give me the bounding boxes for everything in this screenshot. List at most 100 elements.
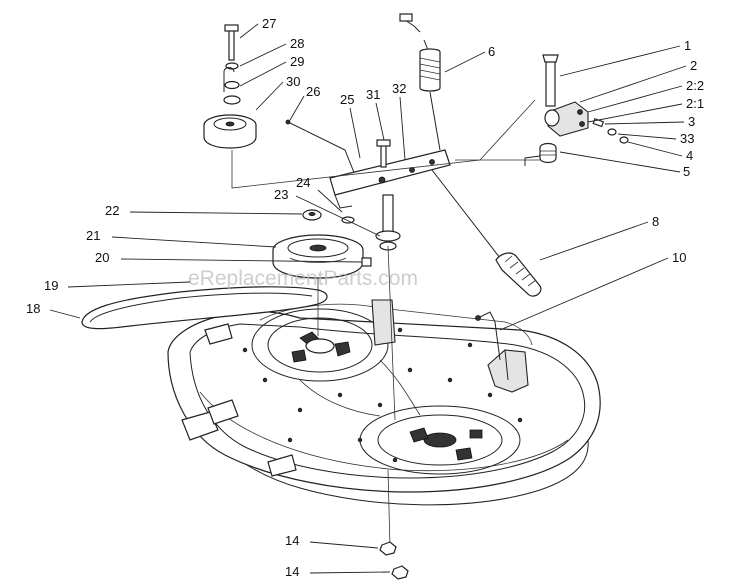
leader-line-part-4 — [627, 141, 683, 157]
label-part-26: 26 — [306, 84, 320, 99]
leader-line-part-26 — [289, 95, 305, 121]
washer-22 — [302, 209, 322, 221]
spring-6 — [399, 13, 441, 151]
label-part-2-2: 2:2 — [686, 78, 704, 93]
leader-line-part-29 — [239, 61, 287, 87]
leader-line-part-5 — [559, 151, 681, 173]
label-part-19: 19 — [44, 278, 58, 293]
label-part-30: 30 — [286, 74, 300, 89]
callout-part-28: 28 — [239, 36, 304, 67]
leader-line-part-32 — [399, 96, 406, 161]
callout-part-21: 21 — [86, 228, 277, 248]
callout-part-31: 31 — [366, 87, 385, 141]
leader-line-part-2 — [579, 65, 687, 103]
watermark-text: eReplacementParts.com — [188, 267, 418, 290]
idler-pulley — [203, 114, 257, 149]
callout-part-27: 27 — [239, 16, 276, 39]
leader-line-part-21 — [111, 236, 277, 248]
leader-line-part-33 — [617, 133, 677, 140]
label-part-3: 3 — [688, 114, 695, 129]
drive-belt — [81, 286, 328, 330]
label-part-5: 5 — [683, 164, 690, 179]
callout-part-10: 10 — [499, 250, 686, 331]
callout-part-32: 32 — [392, 81, 406, 161]
leader-line-part-24 — [317, 189, 343, 213]
label-part-29: 29 — [290, 54, 304, 69]
callout-part-20: 20 — [95, 250, 363, 265]
label-part-6: 6 — [488, 44, 495, 59]
label-part-20: 20 — [95, 250, 109, 265]
pivot-hardware — [341, 194, 401, 251]
callout-part-19: 19 — [44, 278, 191, 293]
leader-line-part-20 — [120, 258, 363, 263]
leader-line-part-2-1 — [587, 103, 683, 123]
callout-part-14-upper: 14 — [285, 533, 379, 549]
callout-part-18: 18 — [26, 301, 81, 319]
callout-part-2: 2 — [579, 58, 697, 103]
spring-8 — [431, 169, 542, 297]
leader-line-part-10 — [499, 257, 669, 331]
callout-part-8: 8 — [539, 214, 659, 261]
leader-line-part-27 — [239, 23, 259, 39]
leader-line-part-14-upper — [309, 541, 379, 549]
label-part-14-upper: 14 — [285, 533, 299, 548]
main-pulley — [272, 234, 364, 279]
callout-part-25: 25 — [340, 92, 361, 159]
callout-part-4: 4 — [627, 141, 693, 163]
callout-part-1: 1 — [559, 38, 691, 77]
leader-line-part-18 — [49, 309, 81, 319]
callout-part-29: 29 — [239, 54, 304, 87]
label-part-27: 27 — [262, 16, 276, 31]
leader-line-part-3 — [604, 121, 685, 125]
callout-part-30: 30 — [255, 74, 300, 111]
label-part-31: 31 — [366, 87, 380, 102]
label-part-28: 28 — [290, 36, 304, 51]
label-part-32: 32 — [392, 81, 406, 96]
callout-part-3: 3 — [604, 114, 695, 129]
label-part-21: 21 — [86, 228, 100, 243]
leader-line-part-25 — [349, 107, 361, 159]
label-part-2-1: 2:1 — [686, 96, 704, 111]
callout-part-5: 5 — [559, 151, 690, 179]
idler-arm — [329, 139, 451, 209]
callout-part-26: 26 — [289, 84, 320, 121]
nut-14-lower — [391, 565, 409, 580]
leader-line-part-8 — [539, 221, 649, 261]
rod-10 — [475, 311, 501, 361]
leader-line-part-31 — [375, 102, 385, 141]
label-part-33: 33 — [680, 131, 694, 146]
callout-part-33: 33 — [617, 131, 694, 146]
label-part-14-lower: 14 — [285, 564, 299, 579]
label-part-25: 25 — [340, 92, 354, 107]
leader-line-part-23 — [295, 195, 381, 237]
nut-14-upper — [379, 541, 397, 556]
leader-line-part-28 — [239, 43, 287, 67]
label-part-8: 8 — [652, 214, 659, 229]
callout-part-6: 6 — [444, 44, 495, 73]
callout-part-22: 22 — [105, 203, 303, 218]
callout-part-14-lower: 14 — [285, 564, 391, 579]
label-part-22: 22 — [105, 203, 119, 218]
callout-part-2-2: 2:2 — [587, 78, 704, 113]
label-part-23: 23 — [274, 187, 288, 202]
label-part-4: 4 — [686, 148, 693, 163]
leader-line-part-6 — [444, 51, 486, 73]
leader-line-part-19 — [67, 281, 191, 288]
mower-deck — [167, 299, 601, 506]
label-part-2: 2 — [690, 58, 697, 73]
label-part-24: 24 — [296, 175, 310, 190]
label-part-18: 18 — [26, 301, 40, 316]
callout-part-24: 24 — [296, 175, 343, 213]
callout-part-2-1: 2:1 — [587, 96, 704, 123]
leader-line-part-2-2 — [587, 85, 683, 113]
leader-line-part-14-lower — [309, 571, 391, 574]
label-part-10: 10 — [672, 250, 686, 265]
deck-holes — [242, 327, 523, 463]
leader-line-part-1 — [559, 45, 681, 77]
spacer-20 — [361, 257, 372, 267]
idler-bolt-stack — [223, 24, 241, 105]
label-part-1: 1 — [684, 38, 691, 53]
